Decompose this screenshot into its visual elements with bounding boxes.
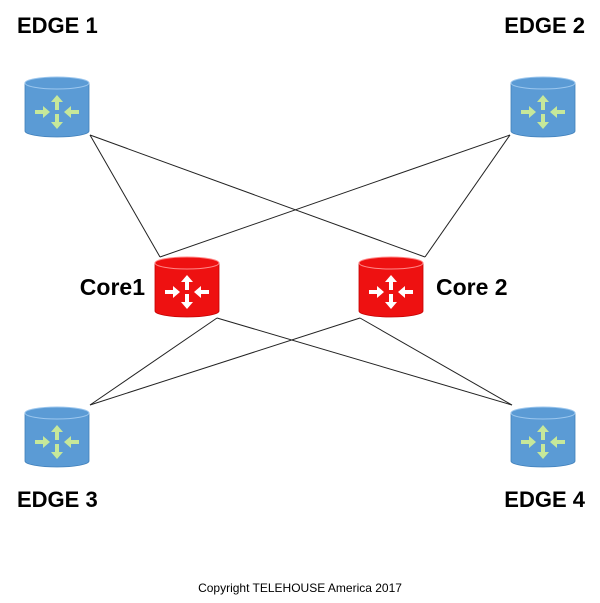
- arrow-glyph: [550, 106, 565, 118]
- routers-layer: [24, 76, 576, 468]
- core1-label: Core1: [80, 274, 145, 300]
- router-top: [154, 256, 220, 270]
- arrow-glyph: [385, 275, 397, 290]
- arrow-glyph: [521, 106, 536, 118]
- core1-router-icon: [154, 256, 220, 318]
- arrow-glyph: [165, 286, 180, 298]
- link-edge4-core1: [216, 317, 513, 406]
- arrow-glyph: [521, 436, 536, 448]
- link-edge2-core2: [424, 134, 511, 258]
- arrow-glyph: [35, 106, 50, 118]
- arrow-glyph: [537, 114, 549, 129]
- core2-router-icon: [358, 256, 424, 318]
- edge1-label: EDGE 1: [17, 13, 98, 38]
- arrow-glyph: [51, 425, 63, 440]
- arrow-glyph: [537, 425, 549, 440]
- router-top: [24, 76, 90, 90]
- arrow-glyph: [537, 95, 549, 110]
- arrow-glyph: [385, 294, 397, 309]
- router-top: [358, 256, 424, 270]
- copyright-text: Copyright TELEHOUSE America 2017: [198, 581, 402, 595]
- link-edge1-core2: [89, 134, 426, 258]
- router-top: [510, 76, 576, 90]
- edge3-router-icon: [24, 406, 90, 468]
- arrow-glyph: [181, 294, 193, 309]
- arrow-glyph: [550, 436, 565, 448]
- arrow-glyph: [51, 444, 63, 459]
- link-edge3-core1: [89, 317, 218, 406]
- router-top: [510, 406, 576, 420]
- edge1-router-icon: [24, 76, 90, 138]
- arrow-glyph: [398, 286, 413, 298]
- link-edge2-core1: [159, 134, 511, 258]
- link-edge1-core1: [89, 134, 161, 258]
- edge4-router-icon: [510, 406, 576, 468]
- arrow-glyph: [51, 95, 63, 110]
- arrow-glyph: [64, 436, 79, 448]
- arrow-glyph: [194, 286, 209, 298]
- edge3-label: EDGE 3: [17, 487, 98, 512]
- arrow-glyph: [64, 106, 79, 118]
- link-edge3-core2: [89, 317, 361, 406]
- arrow-glyph: [51, 114, 63, 129]
- router-top: [24, 406, 90, 420]
- arrow-glyph: [369, 286, 384, 298]
- arrow-glyph: [181, 275, 193, 290]
- links-layer: [89, 134, 513, 406]
- arrow-glyph: [537, 444, 549, 459]
- edge2-label: EDGE 2: [504, 13, 585, 38]
- link-edge4-core2: [359, 317, 513, 406]
- edge2-router-icon: [510, 76, 576, 138]
- core2-label: Core 2: [436, 274, 508, 300]
- edge4-label: EDGE 4: [504, 487, 585, 512]
- arrow-glyph: [35, 436, 50, 448]
